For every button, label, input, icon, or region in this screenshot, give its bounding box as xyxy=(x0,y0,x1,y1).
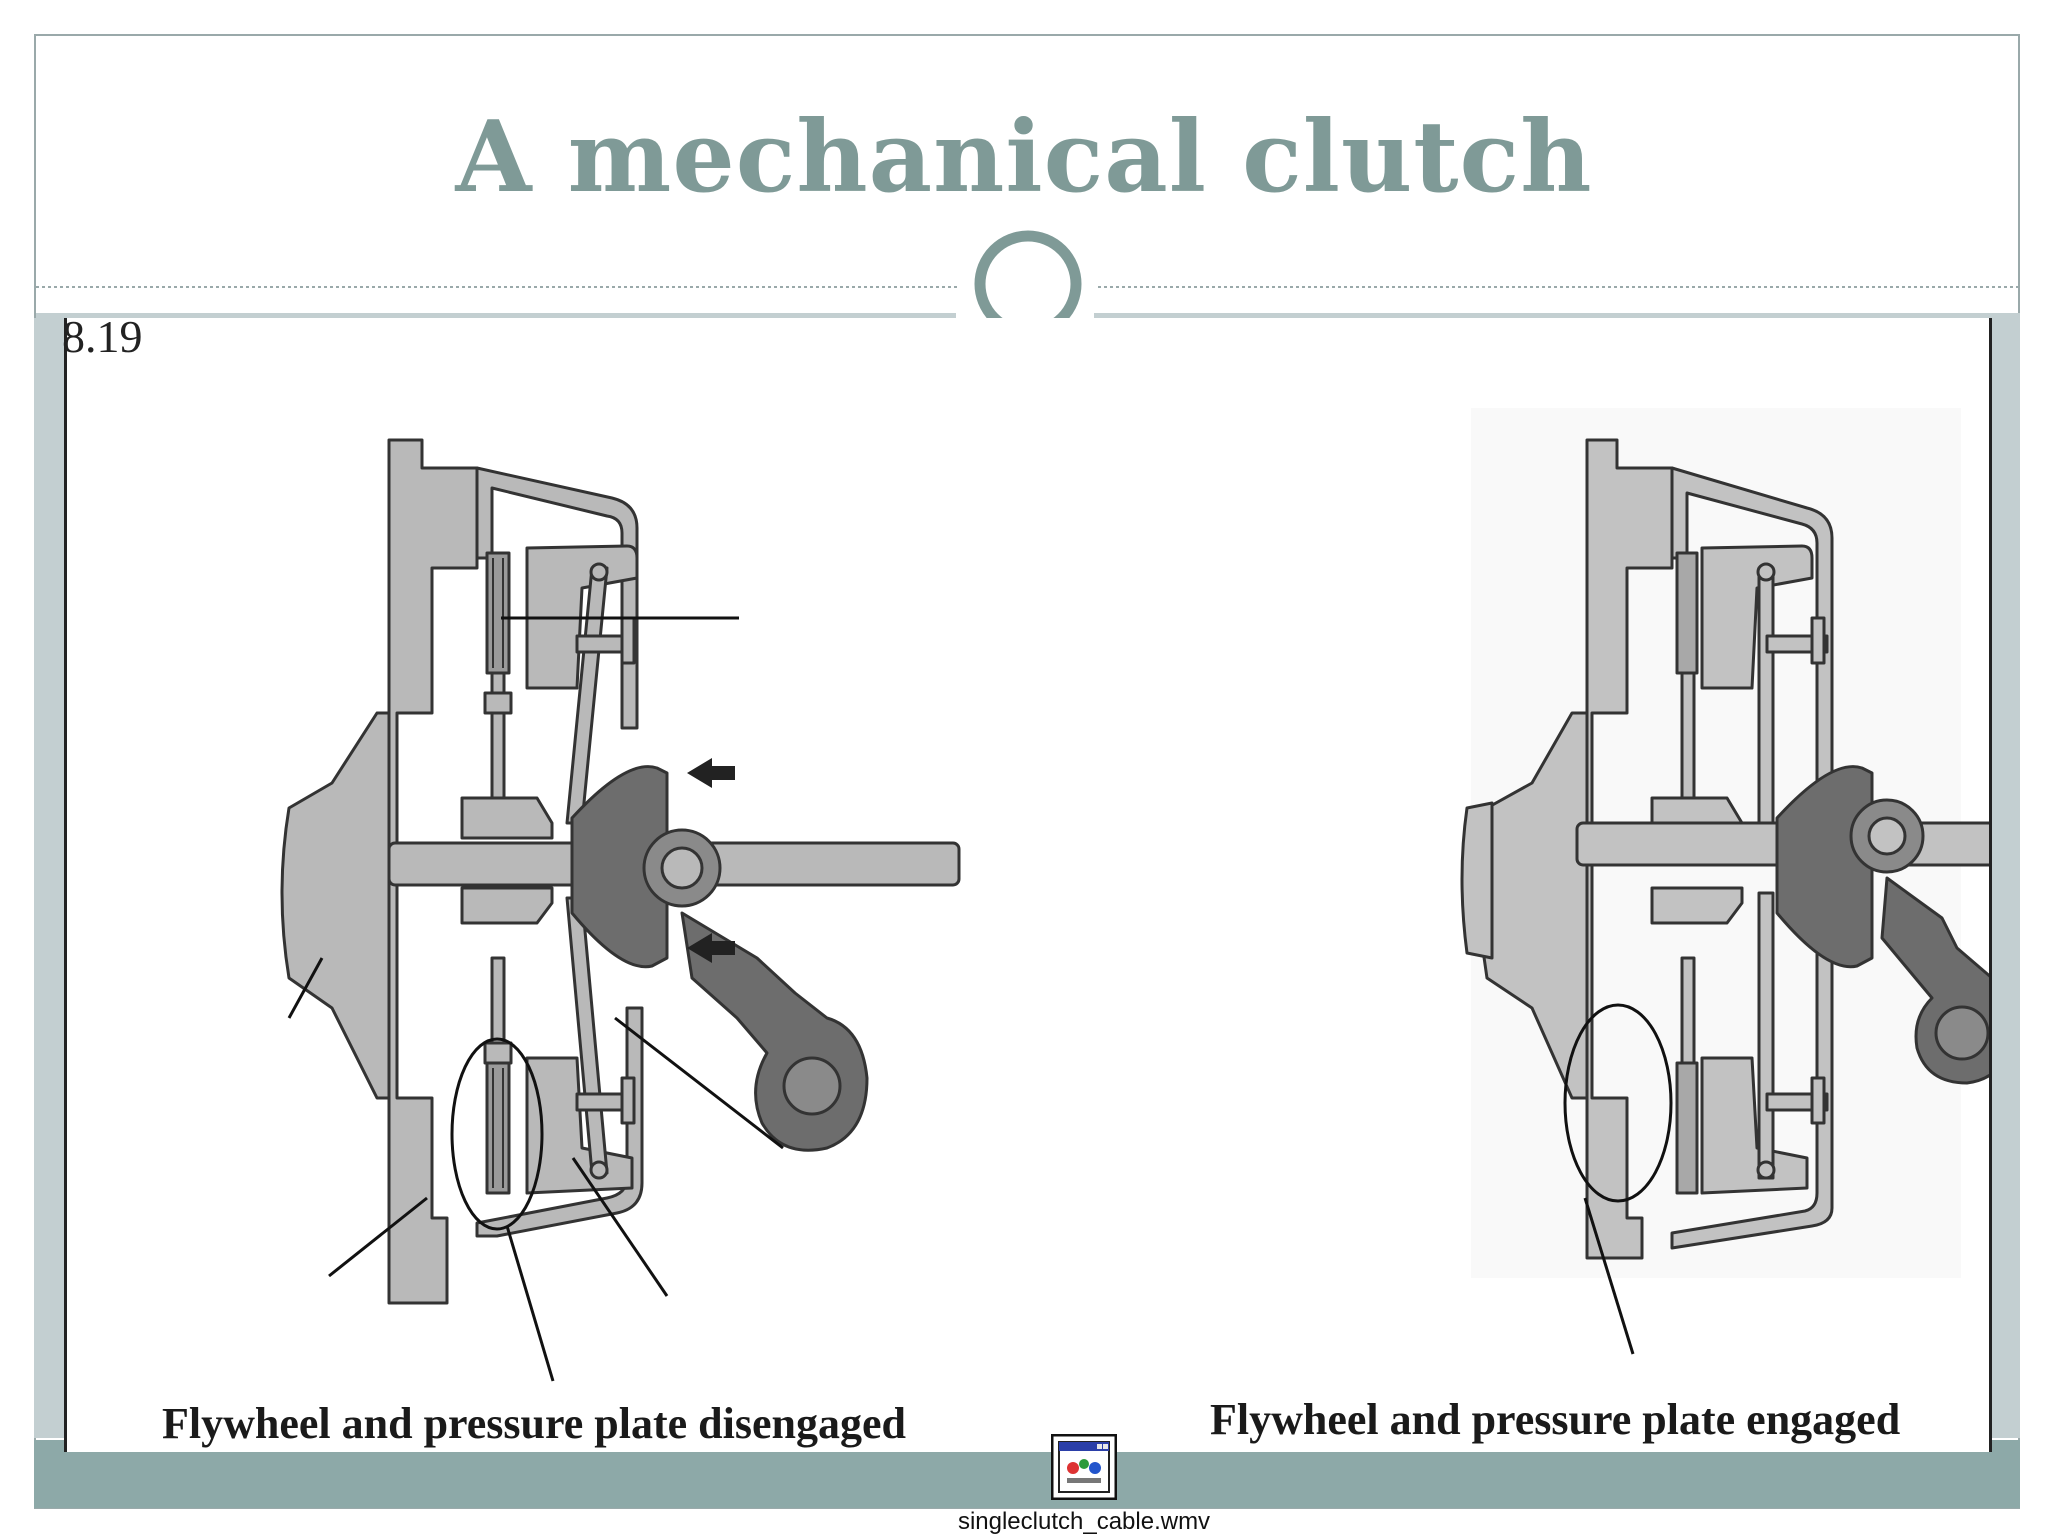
media-file-icon[interactable] xyxy=(1050,1433,1118,1501)
caption-disengaged: Flywheel and pressure plate disengaged xyxy=(162,1399,906,1448)
media-file-label[interactable]: singleclutch_cable.wmv xyxy=(957,1508,1211,1535)
right-accent-band xyxy=(1990,318,2020,1438)
disengaged-highlight-ellipse xyxy=(450,1037,544,1231)
clutch-figure xyxy=(64,318,2029,1452)
divider-circle-icon xyxy=(974,230,1082,330)
disengaged-clutch-drawing xyxy=(280,438,961,1305)
caption-engaged: Flywheel and pressure plate engaged xyxy=(1210,1395,1901,1444)
slide-title: A mechanical clutch xyxy=(455,100,1593,215)
engaged-highlight-ellipse xyxy=(1563,1003,1673,1203)
engaged-leader-lines xyxy=(1563,1003,1673,1355)
left-accent-band xyxy=(34,318,66,1438)
disengaged-leader-lines xyxy=(287,616,784,1382)
figure-number: 8.19 xyxy=(62,311,143,362)
clutch-diagram xyxy=(280,408,2029,1382)
engaged-clutch-drawing xyxy=(1460,408,2029,1278)
title-divider xyxy=(36,230,2020,330)
